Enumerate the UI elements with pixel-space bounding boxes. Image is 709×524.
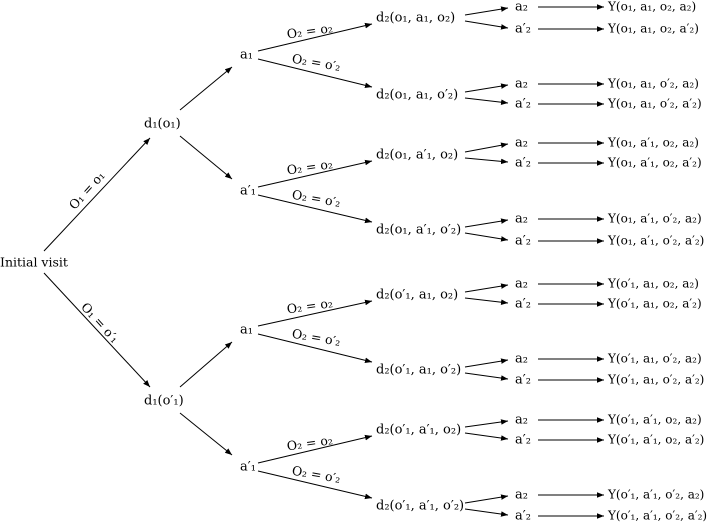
a2-node-label: a′₂ xyxy=(515,156,531,171)
edge-d2-to-a2 xyxy=(464,283,509,293)
edge-d2-to-a2 xyxy=(464,494,509,504)
edge-label-o2-prime: O₂ = o′₂ xyxy=(291,326,342,349)
d2-node-label: d₂(o′₁, a′₁, o′₂) xyxy=(376,499,464,514)
outcome-node-label: Y(o₁, a′₁, o′₂, a₂) xyxy=(607,212,702,226)
outcome-node-label: Y(o′₁, a₁, o₂, a′₂) xyxy=(607,297,702,311)
edge-label-o2-prime: O₂ = o′₂ xyxy=(291,463,342,486)
outcome-node-label: Y(o′₁, a′₁, o₂, a′₂) xyxy=(607,433,704,447)
d1-node-label: d₁(o₁) xyxy=(144,117,181,132)
edge-d2-to-a2 xyxy=(464,508,509,517)
edge-d1-to-a1 xyxy=(179,135,233,180)
outcome-node-label: Y(o₁, a₁, o₂, a′₂) xyxy=(607,22,699,36)
outcome-node-label: Y(o₁, a₁, o₂, a₂) xyxy=(607,0,696,14)
d2-node-label: d₂(o₁, a′₁, o₂) xyxy=(376,148,458,163)
edge-label-o2: O₂ = o₂ xyxy=(286,20,334,41)
edge-root-to-d1-0 xyxy=(43,137,151,252)
a2-node-label: a′₂ xyxy=(515,97,531,112)
outcome-node-label: Y(o₁, a′₁, o₂, a′₂) xyxy=(607,156,702,170)
a2-node-label: a′₂ xyxy=(515,373,531,388)
edge-a1-to-d2 xyxy=(257,194,373,224)
edge-a1-to-d2 xyxy=(257,58,373,89)
d2-node-label: d₂(o₁, a′₁, o′₂) xyxy=(376,223,461,238)
edge-d2-to-a2 xyxy=(464,83,509,93)
edge-d1-to-a1 xyxy=(179,341,233,388)
a2-node-label: a′₂ xyxy=(515,297,531,312)
edge-a1-to-d2 xyxy=(257,434,373,464)
d1-node-label: d₁(o′₁) xyxy=(144,394,184,409)
a2-node-label: a₂ xyxy=(515,212,528,227)
root-node-label: Initial visit xyxy=(0,255,68,270)
a1-node-label: a₁ xyxy=(240,323,253,338)
edge-a1-to-d2 xyxy=(257,299,373,327)
outcome-node-label: Y(o′₁, a₁, o₂, a₂) xyxy=(607,277,699,291)
edge-d1-to-a1 xyxy=(179,412,233,456)
edge-d2-to-a2 xyxy=(464,97,509,105)
edge-label-o2: O₂ = o₂ xyxy=(286,295,334,316)
outcome-node-label: Y(o₁, a′₁, o₂, a₂) xyxy=(607,136,699,150)
edge-d2-to-a2 xyxy=(464,372,509,381)
edge-d2-to-a2 xyxy=(464,142,509,153)
outcome-node-label: Y(o₁, a′₁, o′₂, a′₂) xyxy=(607,234,704,248)
edge-label-o2: O₂ = o₂ xyxy=(286,432,334,453)
a2-node-label: a₂ xyxy=(515,136,528,151)
a1-node-label: a′₁ xyxy=(240,460,256,475)
edge-root-to-d1-1 xyxy=(43,272,151,388)
a2-node-label: a₂ xyxy=(515,277,528,292)
edge-a1-to-d2 xyxy=(257,333,373,364)
a2-node-label: a₂ xyxy=(515,0,528,15)
edge-label-o2: O₂ = o₂ xyxy=(286,156,334,177)
d2-node-label: d₂(o₁, a₁, o₂) xyxy=(376,11,455,26)
a2-node-label: a₂ xyxy=(515,77,528,92)
outcome-node-label: Y(o′₁, a₁, o′₂, a′₂) xyxy=(607,373,704,387)
outcome-node-label: Y(o′₁, a′₁, o′₂, a′₂) xyxy=(607,509,707,523)
outcome-node-label: Y(o₁, a₁, o′₂, a₂) xyxy=(607,77,699,91)
d2-node-label: d₂(o′₁, a₁, o′₂) xyxy=(376,363,461,378)
edge-label-o1-prime: O₁ = o′₁ xyxy=(78,299,122,345)
outcome-node-label: Y(o′₁, a′₁, o₂, a₂) xyxy=(607,413,702,427)
a1-node-label: a′₁ xyxy=(240,184,256,199)
tree-edges xyxy=(43,4,604,519)
edge-d2-to-a2 xyxy=(464,297,509,305)
edge-d2-to-a2 xyxy=(464,432,509,441)
edge-d1-to-a1 xyxy=(179,66,233,111)
a2-node-label: a′₂ xyxy=(515,234,531,249)
a2-node-label: a₂ xyxy=(515,413,528,428)
edge-d2-to-a2 xyxy=(464,358,509,368)
edge-d2-to-a2 xyxy=(464,232,509,242)
edge-a1-to-d2 xyxy=(257,159,373,188)
a2-node-label: a′₂ xyxy=(515,22,531,37)
edge-d2-to-a2 xyxy=(464,20,509,30)
edge-d2-to-a2 xyxy=(464,419,509,428)
edge-d2-to-a2 xyxy=(464,6,509,16)
edge-a1-to-d2 xyxy=(257,470,373,500)
a2-node-label: a₂ xyxy=(515,352,528,367)
outcome-node-label: Y(o′₁, a′₁, o′₂, a₂) xyxy=(607,488,704,502)
edge-label-o2-prime: O₂ = o′₂ xyxy=(291,51,342,74)
a2-node-label: a′₂ xyxy=(515,433,531,448)
edge-label-o2-prime: O₂ = o′₂ xyxy=(291,187,342,210)
d2-node-label: d₂(o′₁, a₁, o₂) xyxy=(376,288,458,303)
edge-d2-to-a2 xyxy=(464,157,509,165)
outcome-node-label: Y(o₁, a₁, o′₂, a′₂) xyxy=(607,97,702,111)
edge-a1-to-d2 xyxy=(257,22,373,52)
a2-node-label: a′₂ xyxy=(515,509,531,524)
edge-d2-to-a2 xyxy=(464,218,509,228)
a2-node-label: a₂ xyxy=(515,488,528,503)
a1-node-label: a₁ xyxy=(240,48,253,63)
d2-node-label: d₂(o′₁, a′₁, o₂) xyxy=(376,423,461,438)
d2-node-label: d₂(o₁, a₁, o′₂) xyxy=(376,88,458,103)
outcome-node-label: Y(o′₁, a₁, o′₂, a₂) xyxy=(607,352,702,366)
